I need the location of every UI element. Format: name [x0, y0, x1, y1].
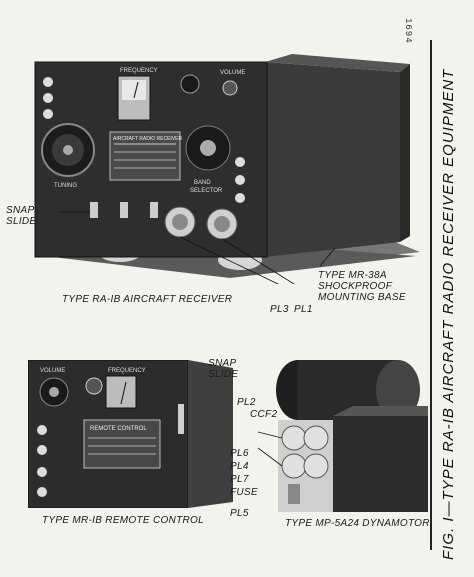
selector-text: SELECTOR — [190, 188, 223, 194]
pl4-label: PL4 — [230, 461, 249, 472]
figure-title: FIG. I—TYPE RA-IB AIRCRAFT RADIO RECEIVE… — [440, 68, 457, 560]
remote-caption: TYPE MR-IB REMOTE CONTROL — [42, 515, 204, 526]
receiver-caption: TYPE RA-IB AIRCRAFT RECEIVER — [62, 294, 233, 305]
pl3-label: PL3 — [270, 304, 289, 315]
remote-frequency-text: FREQUENCY — [108, 368, 146, 374]
band-text: BAND — [194, 180, 211, 186]
receiver-photo: TUNING BAND SELECTOR AIRCRAFT RADIO RECE… — [34, 54, 420, 284]
fuse-label: FUSE — [230, 487, 258, 498]
ccf2-label: CCF2 — [250, 409, 278, 420]
receiver-frequency-text: FREQUENCY — [120, 68, 158, 74]
receiver-nameplate-text: AIRCRAFT RADIO RECEIVER — [113, 136, 182, 142]
dynamotor-caption: TYPE MP-5A24 DYNAMOTOR — [285, 518, 430, 529]
receiver-snap-slide-label: SNAP SLIDE — [6, 205, 37, 227]
pl1-label: PL1 — [294, 304, 313, 315]
pl6-label: PL6 — [230, 448, 249, 459]
remote-control-photo: VOLUME FREQUENCY REMOTE CONTROL — [28, 360, 233, 508]
tuning-text: TUNING — [54, 183, 77, 189]
title-rule — [430, 40, 432, 550]
remote-nameplate-text: REMOTE CONTROL — [90, 426, 147, 432]
pl5-label: PL5 — [230, 508, 249, 519]
mount-label: TYPE MR-38A SHOCKPROOF MOUNTING BASE — [318, 270, 406, 303]
dynamotor-snap-slide-label: SNAP SLIDE — [208, 358, 239, 380]
pl2-label: PL2 — [237, 397, 256, 408]
dynamotor-photo — [258, 360, 428, 512]
pl7-label: PL7 — [230, 474, 249, 485]
page-number: 1694 — [403, 18, 413, 44]
remote-volume-text: VOLUME — [40, 368, 65, 374]
receiver-volume-text: VOLUME — [220, 70, 245, 76]
